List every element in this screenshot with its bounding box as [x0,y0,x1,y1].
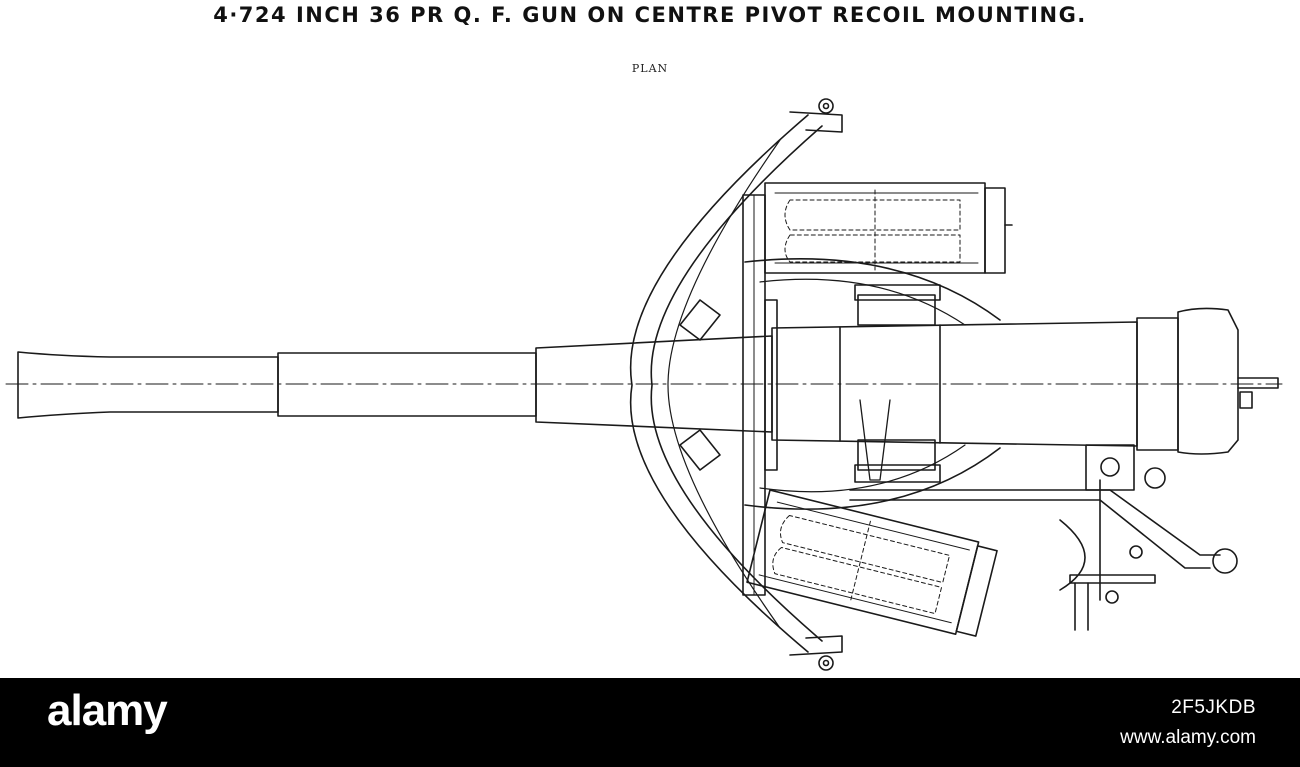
carriage-frame [742,194,778,596]
lifting-eye-top [818,98,834,114]
elevating-gear [849,444,1238,631]
trunnion-cradle [854,284,1166,489]
ammunition-box-upper [764,182,1013,274]
drawing-title: 4·724 INCH 36 PR Q. F. GUN ON CENTRE PIV… [213,3,1087,27]
ammunition-box-lower [746,489,998,637]
image-id: 2F5JKDB [1171,697,1256,718]
gun-plan-drawing [5,98,1283,671]
gun-barrel [17,307,1279,455]
footer-url: www.alamy.com [1120,727,1256,748]
footer-logo: alamy [47,686,168,735]
lifting-eye-bottom [818,655,834,671]
watermark-footer [0,678,1300,767]
curved-rail [629,111,843,656]
view-label: PLAN [631,62,669,75]
